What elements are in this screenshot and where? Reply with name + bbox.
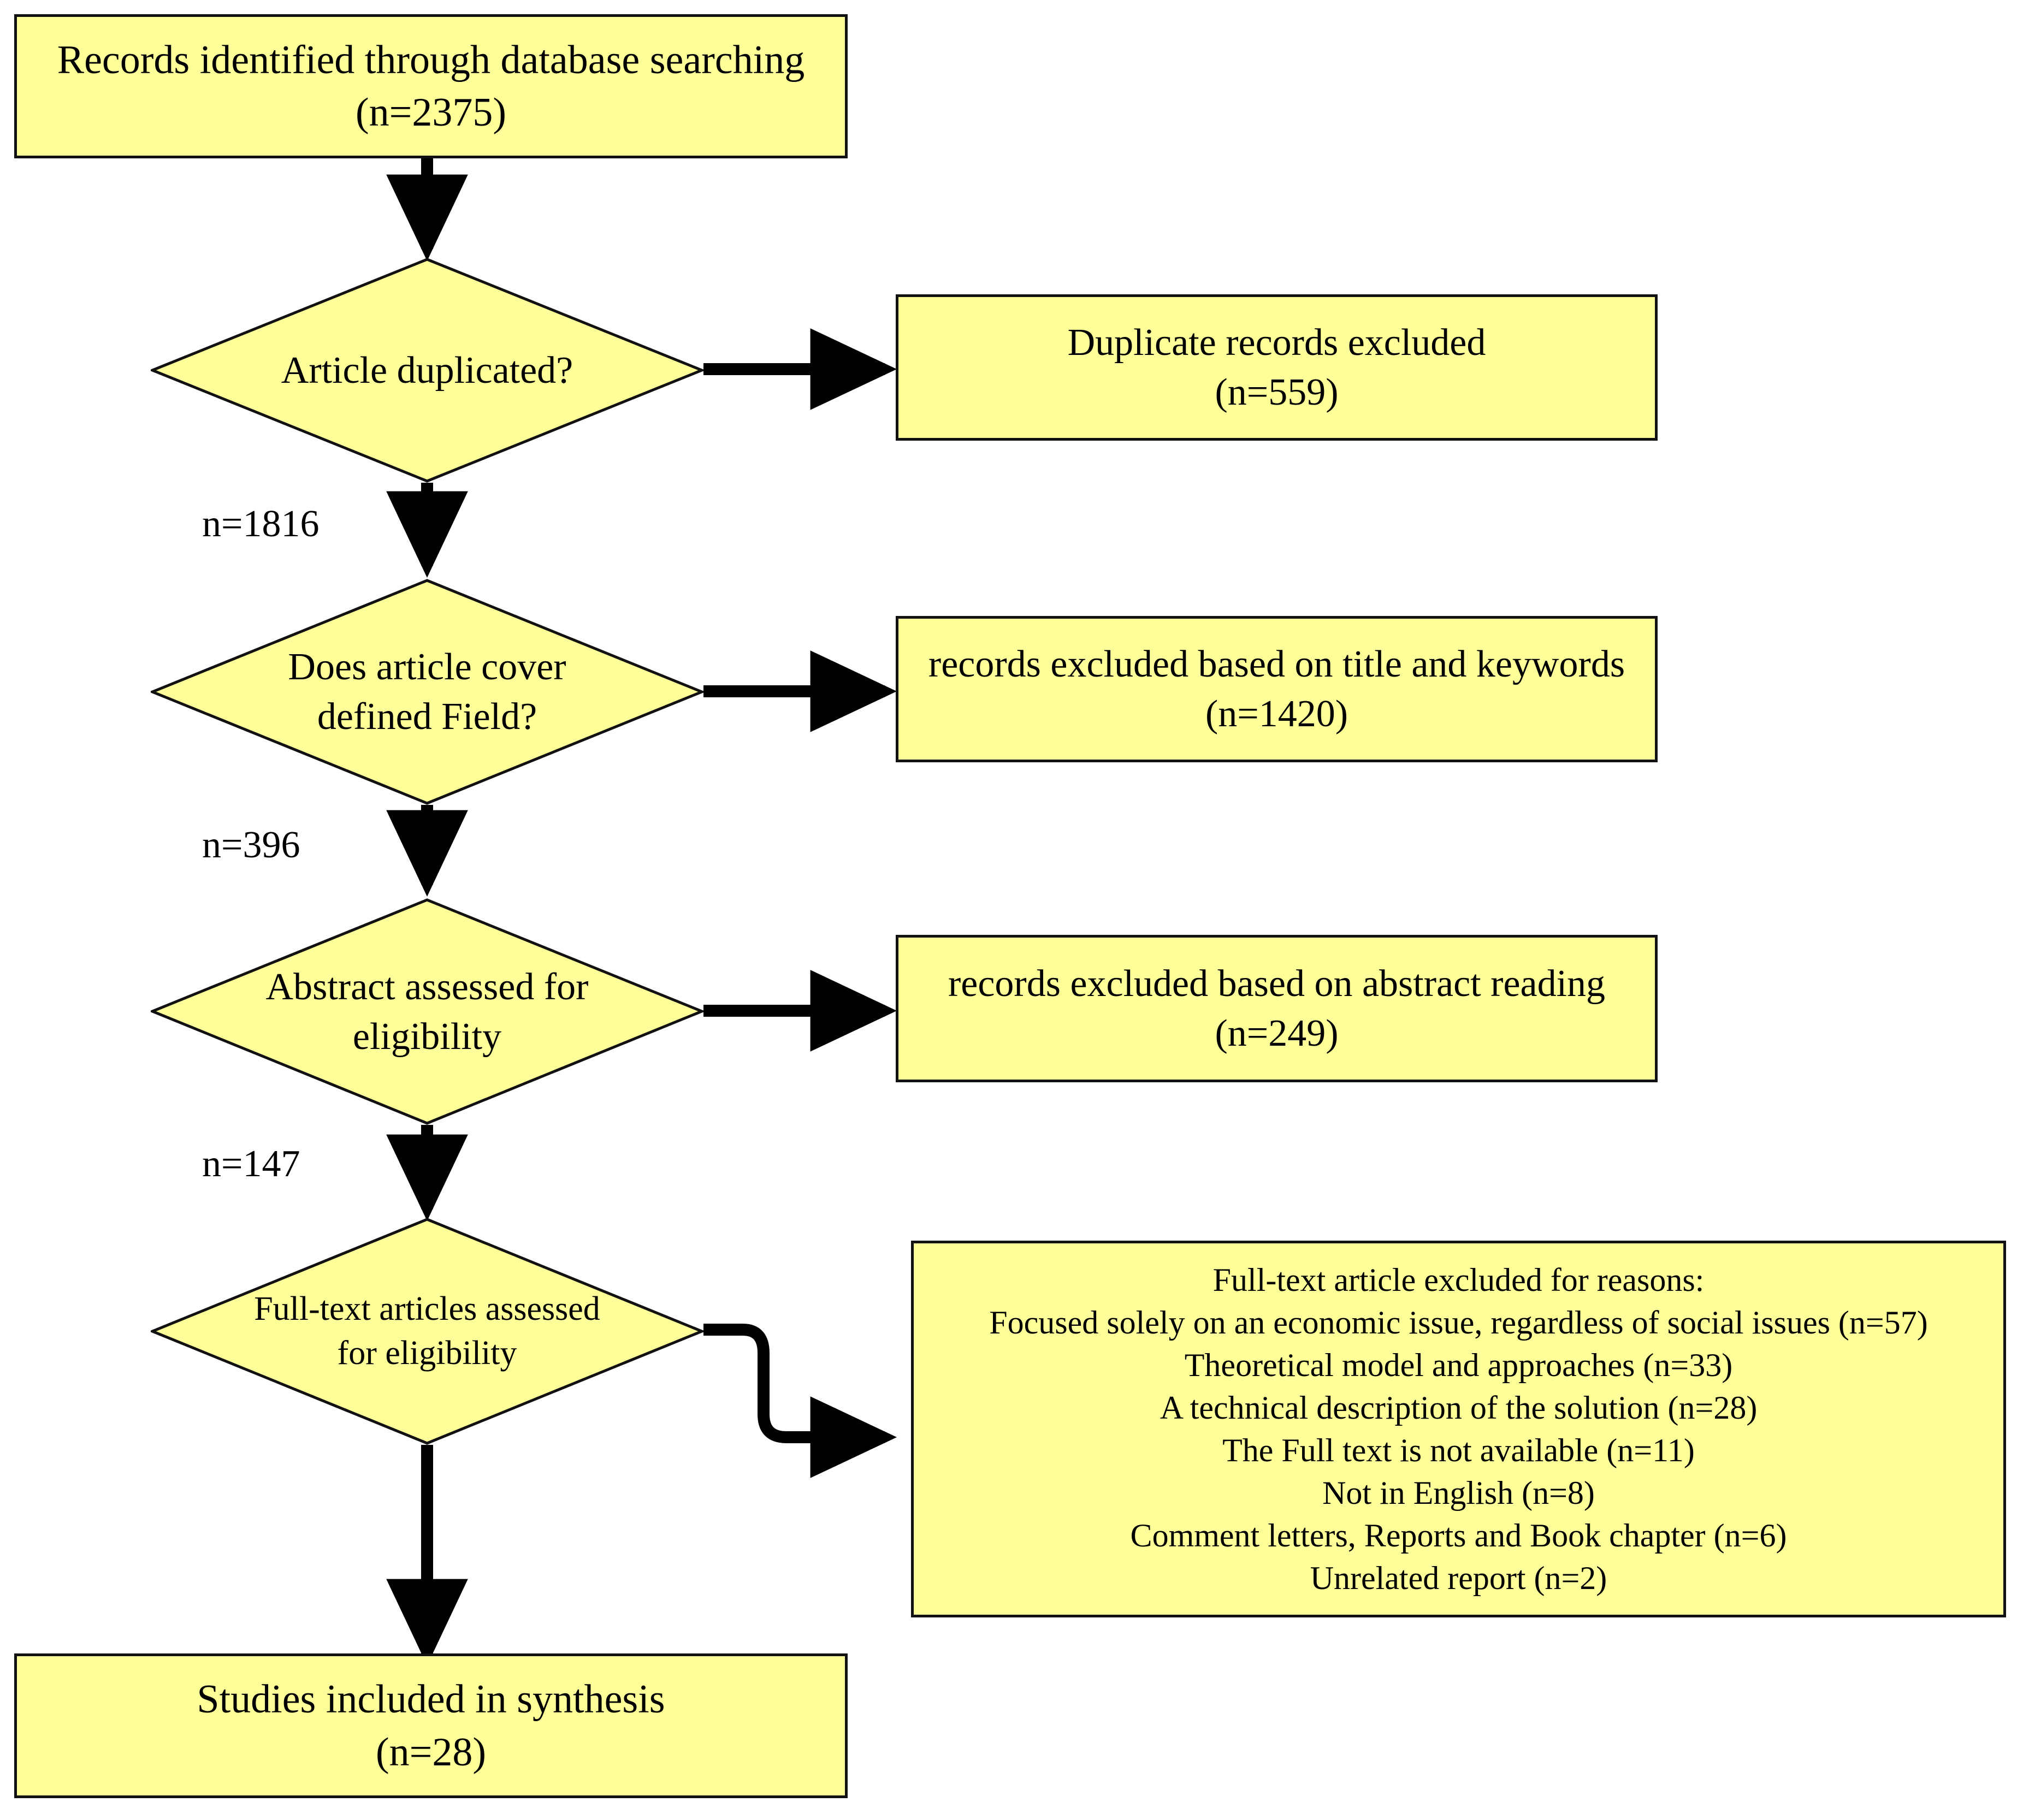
edge-label-after-abstract: n=147 [202, 1143, 300, 1185]
node-records-identified-label: Records identified through database sear… [57, 37, 805, 135]
node-studies-included-label: Studies included in synthesis (n=28) [197, 1677, 665, 1775]
node-abstract-reading-excluded[interactable]: records excluded based on abstract readi… [896, 935, 1658, 1082]
node-fulltext-eligibility-decision[interactable]: Full-text articles assessed for eligibil… [151, 1218, 703, 1445]
node-field-coverage-label: Does article cover defined Field? [288, 646, 566, 738]
diamond-shape [151, 898, 703, 1125]
node-duplicate-records-excluded[interactable]: Duplicate records excluded (n=559) [896, 294, 1658, 441]
connector-fulltext-to-fulltext-excluded [703, 1324, 897, 1478]
node-title-keywords-excluded[interactable]: records excluded based on title and keyw… [896, 616, 1658, 762]
diamond-shape [151, 579, 703, 805]
node-duplicate-records-excluded-label: Duplicate records excluded (n=559) [1067, 322, 1486, 413]
node-fulltext-excluded-reasons-label: Full-text article excluded for reasons: … [989, 1262, 1928, 1596]
node-title-keywords-excluded-label: records excluded based on title and keyw… [928, 643, 1625, 735]
node-abstract-eligibility-decision[interactable]: Abstract assessed for eligibility [151, 898, 703, 1125]
node-abstract-eligibility-label: Abstract assessed for eligibility [265, 965, 589, 1058]
node-article-duplicated-label: Article duplicated? [281, 349, 573, 392]
edge-label-after-field: n=396 [202, 824, 300, 866]
diamond-shape [151, 1218, 703, 1445]
edge-label-after-duplicates: n=1816 [202, 503, 320, 545]
node-article-duplicated-decision[interactable]: Article duplicated? [151, 258, 703, 483]
node-field-coverage-decision[interactable]: Does article cover defined Field? [151, 579, 703, 805]
node-fulltext-excluded-reasons[interactable]: Full-text article excluded for reasons: … [911, 1241, 2006, 1617]
node-fulltext-eligibility-label: Full-text articles assessed for eligibil… [254, 1290, 600, 1372]
node-abstract-reading-excluded-label: records excluded based on abstract readi… [948, 963, 1606, 1054]
diamond-shape [151, 258, 703, 483]
node-studies-included[interactable]: Studies included in synthesis (n=28) [14, 1653, 848, 1798]
node-records-identified[interactable]: Records identified through database sear… [14, 14, 848, 158]
